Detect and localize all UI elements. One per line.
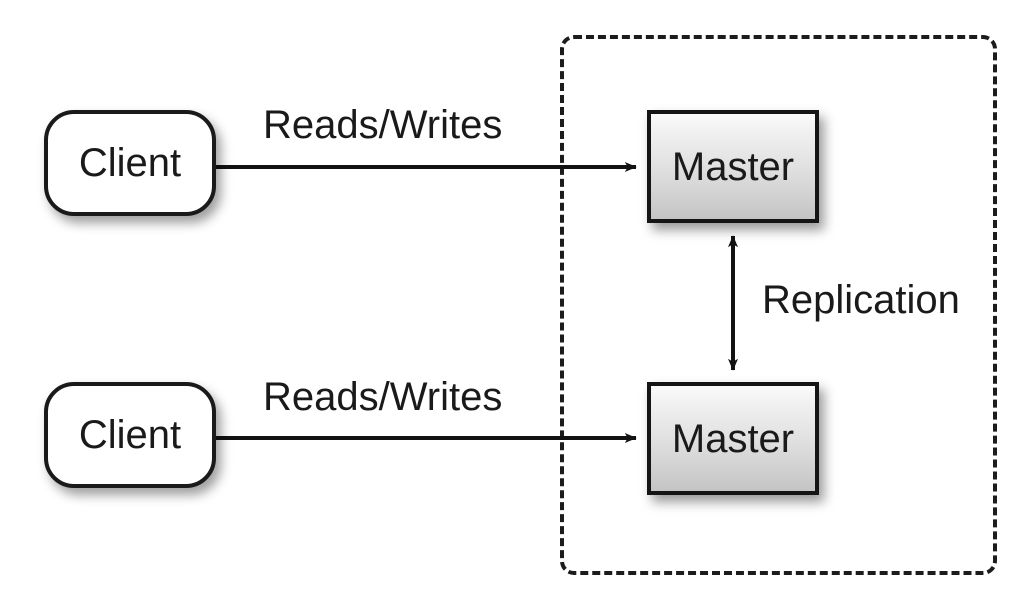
node-client-top[interactable]: Client [44, 110, 216, 216]
node-client-bottom-label: Client [78, 413, 182, 457]
node-master-bottom-label: Master [671, 416, 795, 461]
node-master-top-label: Master [671, 144, 795, 189]
replication-cluster-boundary [560, 35, 997, 575]
node-client-top-label: Client [78, 141, 182, 185]
node-client-bottom[interactable]: Client [44, 382, 216, 488]
node-master-top[interactable]: Master [647, 110, 819, 223]
edge-label-reads-writes-bottom: Reads/Writes [263, 375, 503, 419]
edge-label-reads-writes-top: Reads/Writes [263, 103, 503, 147]
edge-label-replication: Replication [762, 278, 960, 322]
node-master-bottom[interactable]: Master [647, 382, 819, 495]
